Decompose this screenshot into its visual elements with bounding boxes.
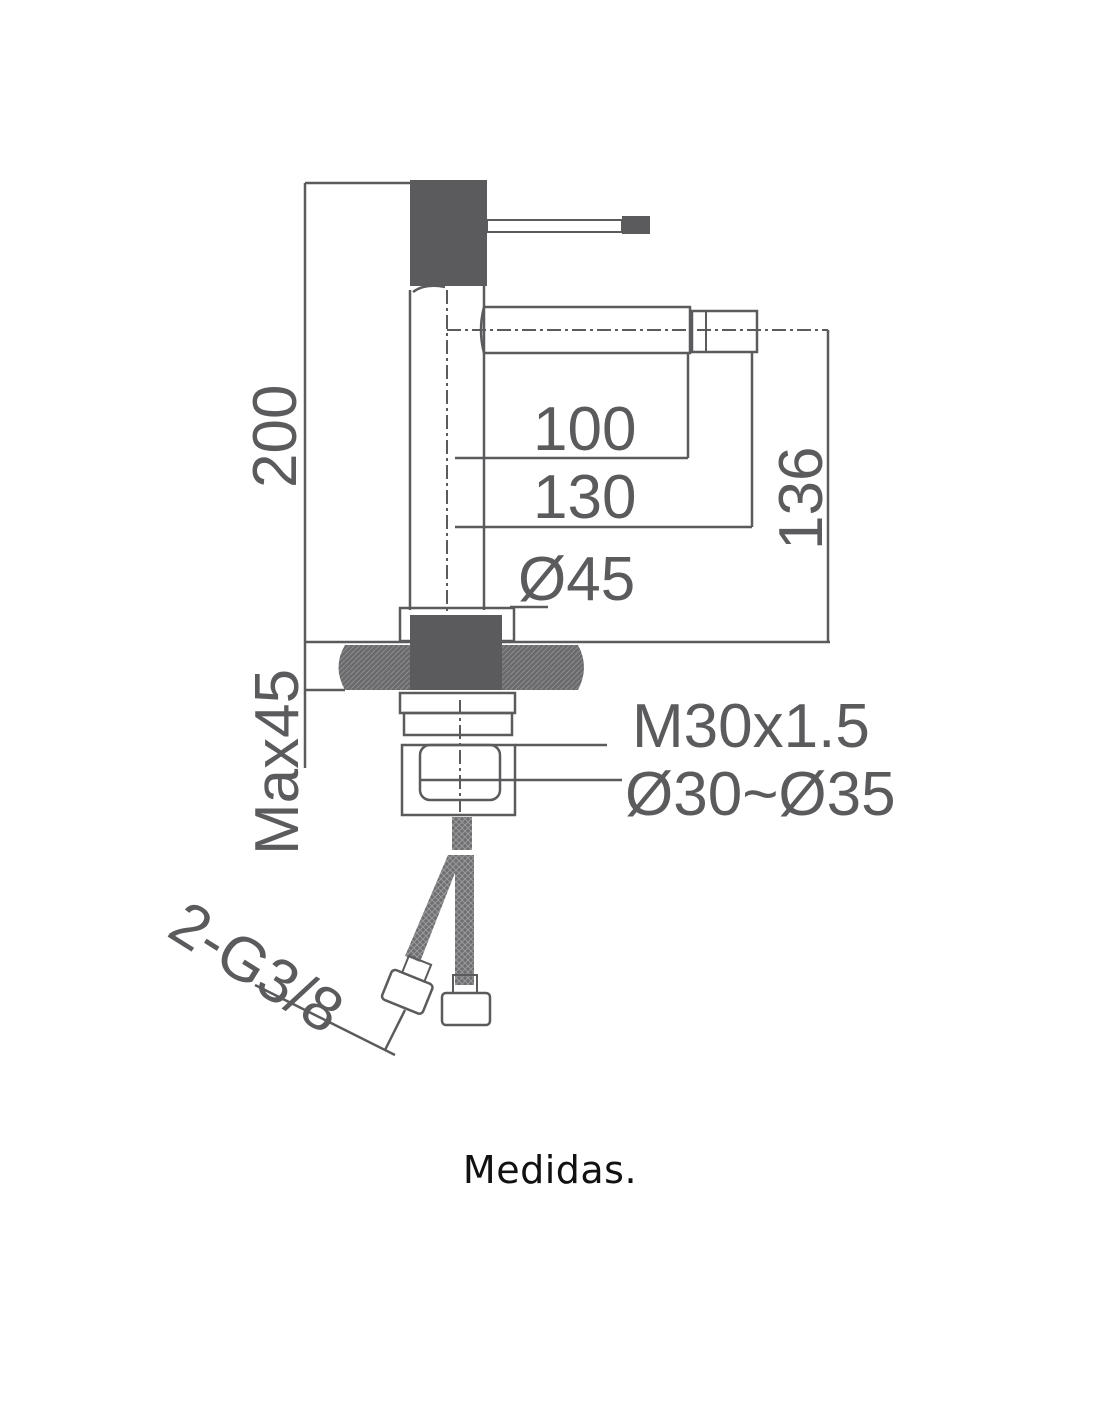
reach-130-dimension: 130 [455, 353, 754, 532]
dim-130-label: 130 [533, 463, 636, 532]
reach-100-dimension: 100 [455, 353, 690, 464]
base-and-countertop [305, 606, 830, 690]
dim-max45-label: Max45 [243, 669, 312, 855]
diameter-45-dimension: Ø45 [510, 545, 635, 614]
mounting-nut [398, 691, 517, 817]
lever-handle [410, 180, 650, 286]
height-200-dimension: 200 [241, 181, 415, 643]
hole-diameter-label: Ø30~Ø35 [625, 760, 896, 829]
hose-connection-label: 2-G3/8 [158, 888, 355, 1047]
supply-hoses [380, 817, 492, 1027]
spout [447, 305, 828, 355]
max45-dimension: Max45 [243, 643, 345, 855]
thread-label-group: M30x1.5 Ø30~Ø35 [420, 692, 896, 829]
thread-m30-label: M30x1.5 [632, 692, 870, 761]
dim-200-label: 200 [241, 385, 310, 488]
height-136-dimension: 136 [767, 330, 836, 643]
hose-connection-dimension: 2-G3/8 [158, 888, 407, 1057]
faucet-body [408, 284, 486, 612]
caption: Medidas. [462, 1148, 638, 1192]
dim-100-label: 100 [533, 395, 636, 464]
dim-136-label: 136 [767, 447, 836, 550]
dim-d45-label: Ø45 [518, 545, 635, 614]
